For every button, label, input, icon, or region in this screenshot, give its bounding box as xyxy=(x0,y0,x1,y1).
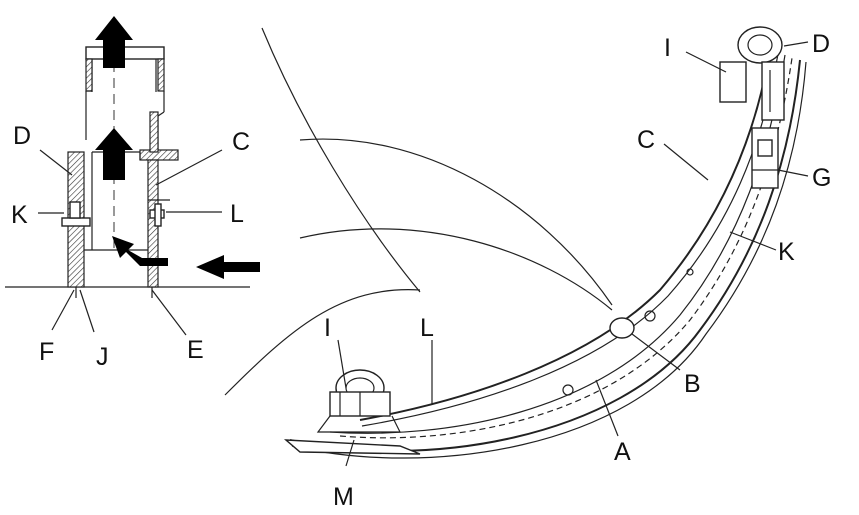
flow-arrows xyxy=(95,16,260,279)
label-A-main: A xyxy=(614,438,631,466)
leader-lines-main xyxy=(337,41,809,467)
bottom-wheel xyxy=(316,369,401,433)
arrow-up-top xyxy=(95,16,133,68)
label-E-detail: E xyxy=(187,336,204,364)
outer-rail xyxy=(289,59,801,452)
callout-arcs xyxy=(224,27,613,396)
label-F-detail: F xyxy=(39,338,54,366)
label-J-detail: J xyxy=(96,343,109,371)
bolt-right xyxy=(148,199,170,227)
bottom-plate xyxy=(283,439,421,455)
section-detail: D K C L F J E xyxy=(5,16,260,371)
curved-assembly: I D C G K B A L I M xyxy=(283,26,831,511)
joint-b xyxy=(562,268,694,396)
label-M-main: M xyxy=(333,483,354,511)
label-I-top: I xyxy=(664,34,671,62)
label-B-main: B xyxy=(684,370,701,398)
arrow-inlet-right xyxy=(196,255,260,279)
arrow-up-middle xyxy=(95,128,133,180)
bracket-g xyxy=(751,127,779,189)
top-wheel xyxy=(719,26,785,121)
label-G-main: G xyxy=(812,164,831,192)
bolt-left xyxy=(61,201,91,227)
label-D-main: D xyxy=(812,30,830,58)
outer-tube xyxy=(85,46,179,161)
leader-lines-detail xyxy=(38,149,223,336)
label-I-bottom: I xyxy=(324,314,331,342)
middle-band xyxy=(329,54,786,434)
inner-rail xyxy=(359,49,771,421)
label-K-main: K xyxy=(778,238,795,266)
label-L-main: L xyxy=(420,314,434,342)
arrow-inlet-bend xyxy=(112,236,168,266)
label-D-detail: D xyxy=(13,122,31,150)
label-C-detail: C xyxy=(232,128,250,156)
label-C-main: C xyxy=(637,126,655,154)
label-L-detail: L xyxy=(230,200,244,228)
label-K-detail: K xyxy=(11,201,28,229)
